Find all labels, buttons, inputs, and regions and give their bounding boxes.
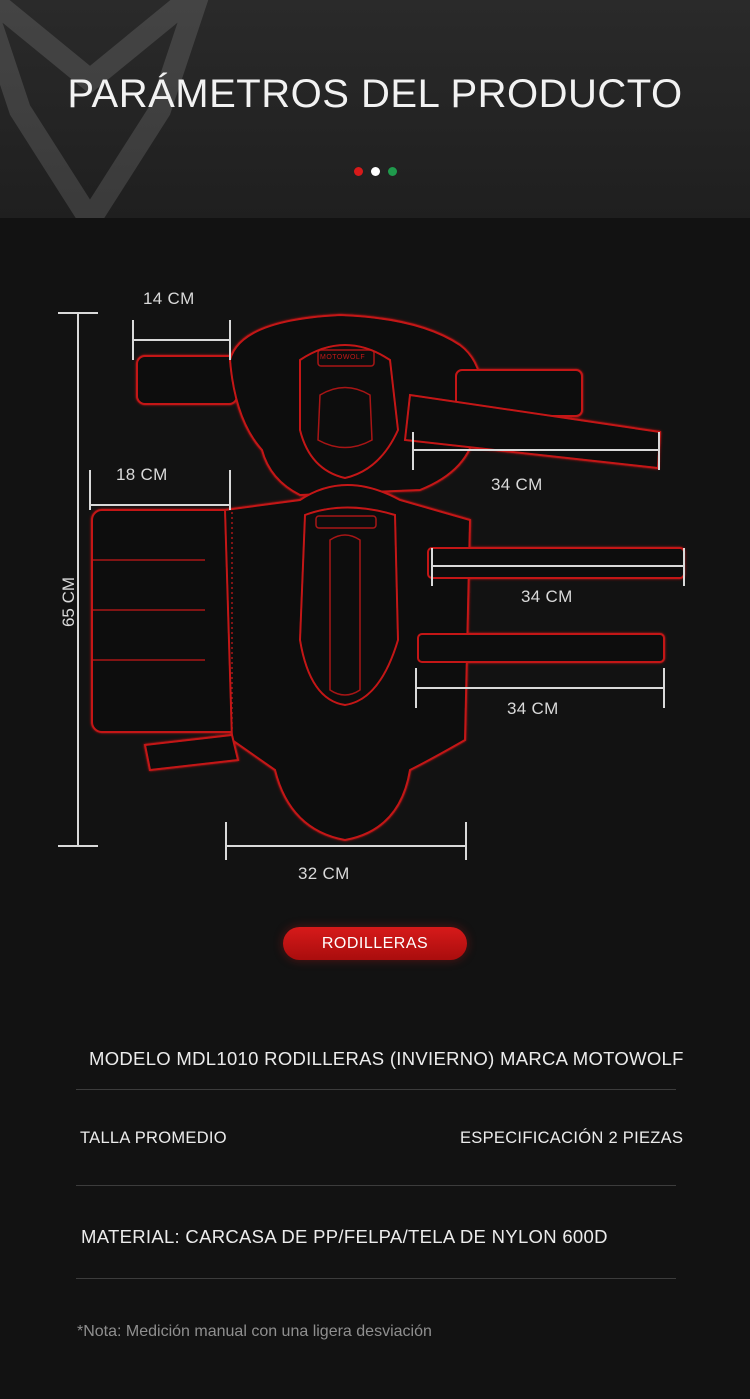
knee-pad-diagram bbox=[58, 312, 685, 860]
knee-cap-shell bbox=[299, 344, 400, 480]
divider-3 bbox=[76, 1278, 676, 1279]
lower-right-strap bbox=[417, 633, 665, 663]
wolf-logo-watermark-icon bbox=[0, 0, 209, 218]
product-logo-text: MOTOWOLF bbox=[320, 354, 366, 361]
middle-right-strap bbox=[427, 547, 685, 579]
dot-red bbox=[353, 167, 363, 176]
page-title: PARÁMETROS DEL PRODUCTO bbox=[67, 72, 683, 116]
product-type-badge: RODILLERAS bbox=[283, 927, 467, 960]
model-line: MODELO MDL1010 RODILLERAS (INVIERNO) MAR… bbox=[89, 1048, 684, 1069]
material-text: MATERIAL: CARCASA DE PP/FELPA/TELA DE NY… bbox=[81, 1226, 608, 1247]
header-banner: PARÁMETROS DEL PRODUCTO bbox=[0, 0, 750, 218]
dim-strap-2-length: 34 CM bbox=[521, 587, 573, 606]
specification-text: ESPECIFICACIÓN 2 PIEZAS bbox=[460, 1129, 684, 1147]
shin-shell bbox=[298, 506, 400, 707]
dim-strap-1-length: 34 CM bbox=[491, 475, 543, 494]
dim-side-panel-width: 18 CM bbox=[116, 465, 168, 484]
dim-bottom-width: 32 CM bbox=[298, 864, 350, 883]
dim-total-height: 65 CM bbox=[59, 576, 79, 628]
top-left-strap bbox=[136, 355, 238, 405]
divider-2 bbox=[76, 1185, 676, 1186]
carousel-dots bbox=[0, 167, 750, 176]
dim-strap-3-length: 34 CM bbox=[507, 699, 559, 718]
dot-green bbox=[387, 167, 397, 176]
bottom-flap bbox=[143, 733, 240, 772]
divider-1 bbox=[76, 1089, 676, 1090]
dim-top-strap-width: 14 CM bbox=[143, 289, 195, 308]
side-panel bbox=[91, 509, 241, 733]
dot-white bbox=[370, 167, 380, 176]
measurement-note: *Nota: Medición manual con una ligera de… bbox=[77, 1323, 432, 1340]
size-text: TALLA PROMEDIO bbox=[80, 1129, 227, 1147]
